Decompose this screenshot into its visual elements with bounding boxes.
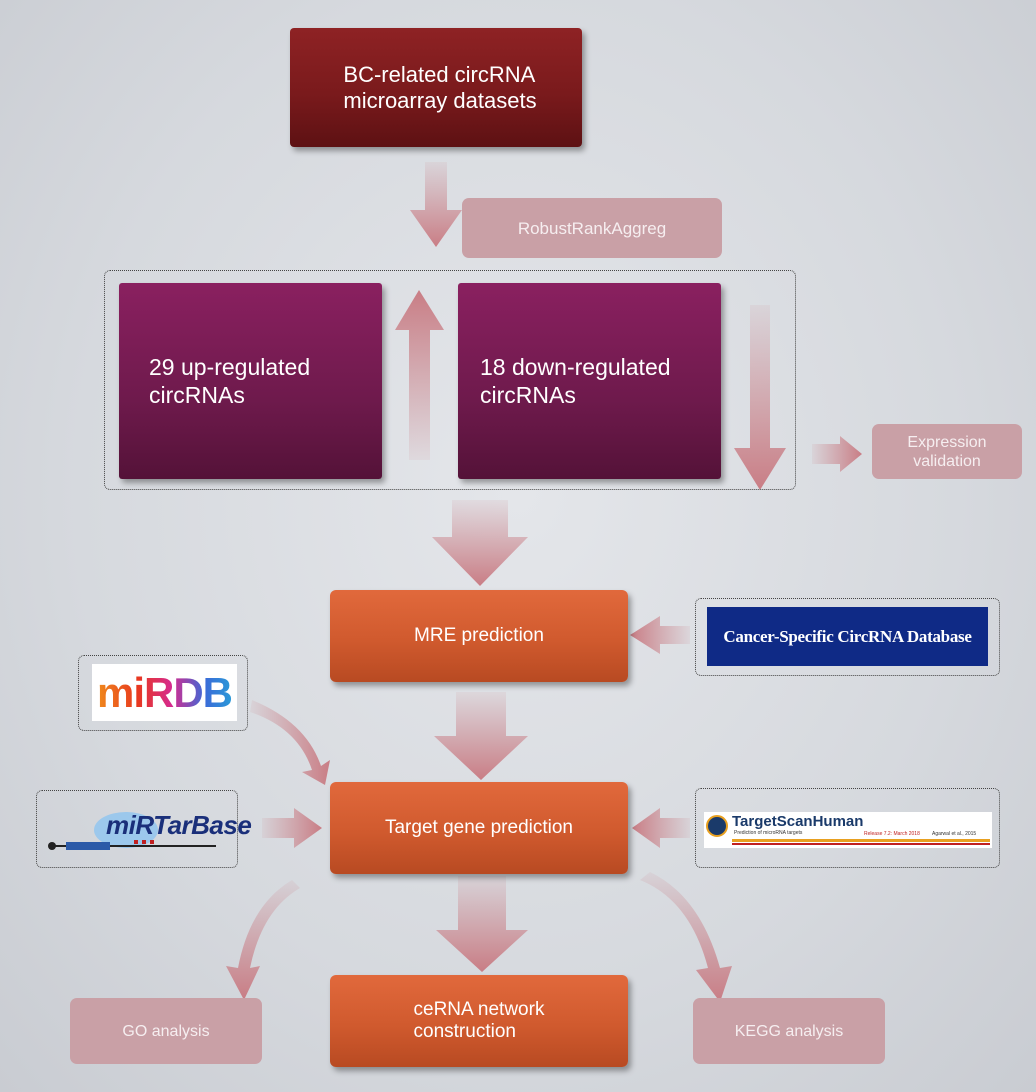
target-label: Target gene prediction: [384, 817, 573, 838]
down-regulated-label: 18 down-regulated circRNAs: [480, 354, 671, 408]
arrow-down-regulated: [734, 305, 786, 490]
arrow-cscd-to-mre: [630, 616, 690, 654]
go-label: GO analysis: [122, 1022, 210, 1040]
up-regulated-label: 29 up-regulated circRNAs: [149, 354, 311, 408]
cscd-logo: Cancer-Specific CircRNA Database: [707, 607, 988, 666]
datasets-node: BC-related circRNA microarray datasets: [290, 28, 582, 147]
cscd-label: Cancer-Specific CircRNA Database: [723, 626, 972, 646]
down-regulated-node: 18 down-regulated circRNAs: [458, 283, 721, 479]
targetscan-bar-red: [732, 843, 990, 845]
mirdb-frame: [78, 655, 248, 731]
arrow-mre-to-target: [434, 692, 528, 780]
mirdb-label: miRDB: [96, 668, 233, 716]
mirtarbase-logo: miRTarBase: [46, 800, 252, 858]
mirtarbase-label: miRTarBase: [106, 810, 252, 840]
arrow-up-regulated: [395, 290, 444, 460]
arrow-mirdb-to-target: [250, 700, 330, 785]
cscd-frame: [695, 598, 1000, 676]
targetscan-citation: Agarwal et al., 2015: [932, 831, 977, 837]
arrow-to-mre: [432, 500, 528, 586]
arrow-to-validation: [812, 436, 862, 472]
targetscan-release: Release 7.2: March 2018: [864, 831, 920, 837]
arrow-mirtarbase-to-target: [262, 808, 322, 848]
targetscan-icon: [706, 815, 728, 837]
mre-node: MRE prediction: [330, 590, 628, 682]
arrow-datasets-down: [410, 162, 462, 247]
validation-label: Expression validation: [907, 433, 987, 470]
targetscan-bar: [732, 839, 990, 842]
go-node: GO analysis: [70, 998, 262, 1064]
mre-label: MRE prediction: [414, 625, 544, 646]
arrow-target-to-kegg: [640, 872, 732, 1002]
validation-node: Expression validation: [872, 424, 1022, 479]
targetscan-frame: [695, 788, 1000, 868]
targetscan-label: TargetScanHuman: [732, 813, 864, 830]
arrow-target-to-cerna: [436, 876, 528, 972]
cerna-node: ceRNA network construction: [330, 975, 628, 1067]
mirdb-logo: miRDB: [92, 664, 237, 721]
kegg-label: KEGG analysis: [734, 1022, 844, 1040]
mirtarbase-graphic: [48, 812, 216, 850]
kegg-node: KEGG analysis: [693, 998, 885, 1064]
arrow-target-to-go: [226, 880, 300, 1000]
arrow-targetscan-to-target: [632, 808, 690, 848]
cerna-label: ceRNA network construction: [413, 999, 545, 1042]
targetscan-subtitle: Prediction of microRNA targets: [734, 830, 803, 836]
target-node: Target gene prediction: [330, 782, 628, 874]
rra-label: RobustRankAggreg: [517, 218, 667, 238]
mirtarbase-frame: [36, 790, 238, 868]
deg-group-frame: [104, 270, 796, 490]
targetscan-logo: TargetScanHuman Prediction of microRNA t…: [704, 812, 992, 848]
rra-node: RobustRankAggreg: [462, 198, 722, 258]
datasets-label: BC-related circRNA microarray datasets: [343, 61, 537, 113]
up-regulated-node: 29 up-regulated circRNAs: [119, 283, 382, 479]
